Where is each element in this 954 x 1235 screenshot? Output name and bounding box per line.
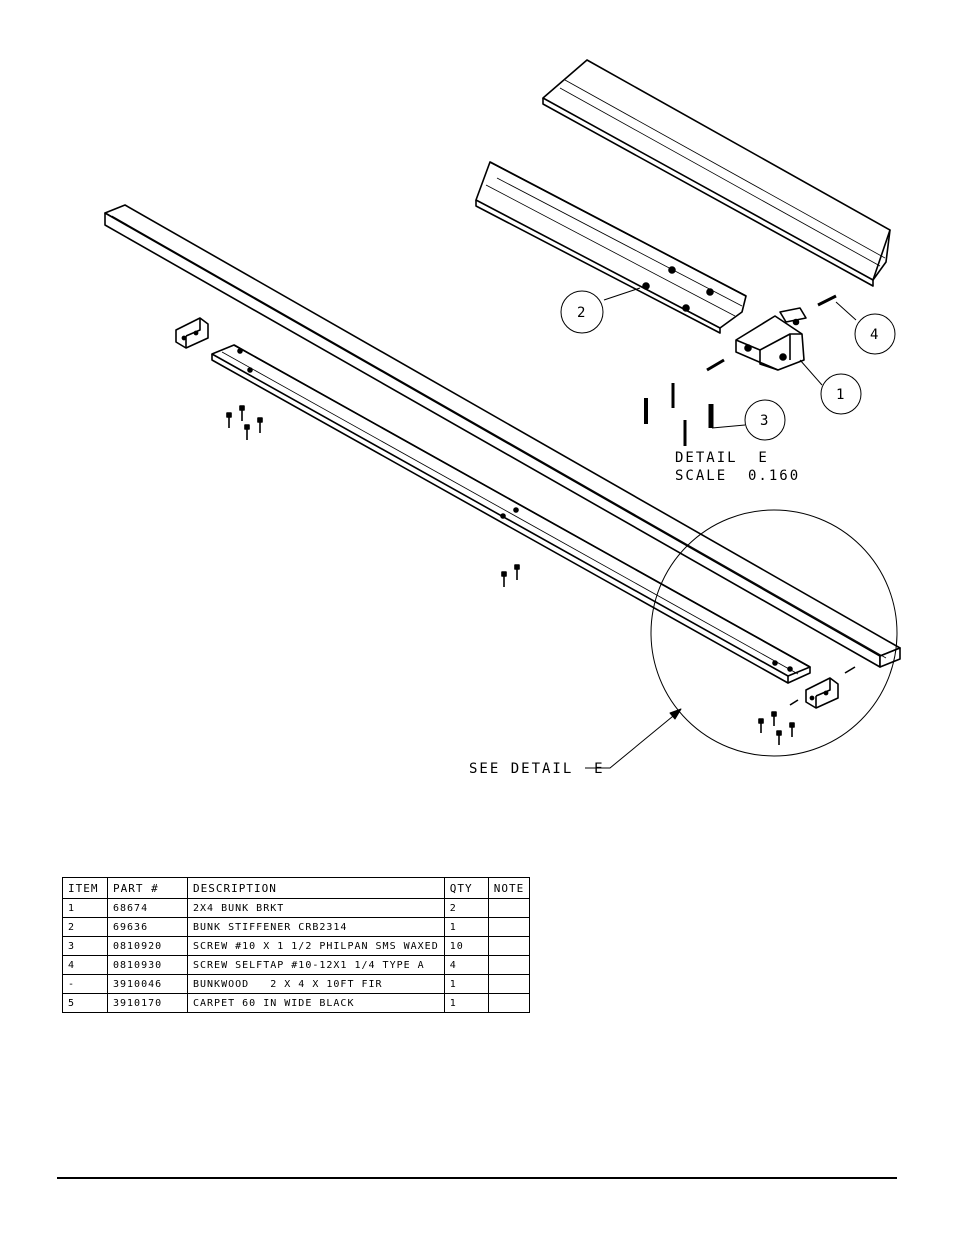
bill-of-materials: ITEM PART # DESCRIPTION QTY NOTE 1 68674… [62, 877, 531, 1013]
bom-row: 1 68674 2X4 BUNK BRKT 2 [62, 898, 531, 918]
bunk-stiffener-long [211, 344, 811, 684]
bom-description: BUNK STIFFENER CRB2314 [187, 917, 445, 937]
detail-e-circle [650, 509, 898, 757]
balloon-4 [854, 313, 896, 355]
balloon-2-label: 2 [577, 305, 585, 321]
bom-description: CARPET 60 IN WIDE BLACK [187, 993, 445, 1013]
bom-part: 68674 [107, 898, 188, 918]
bom-note [487, 955, 531, 975]
bom-qty: 1 [443, 974, 489, 994]
bracket-left-icon [175, 317, 209, 349]
bom-header-description: DESCRIPTION [187, 877, 445, 899]
bom-description: SCREW SELFTAP #10-12X1 1/4 TYPE A [187, 955, 445, 975]
bom-note [487, 993, 531, 1013]
bracket-right-icon [805, 677, 839, 709]
balloon-3 [744, 399, 786, 441]
detail-screws [644, 294, 837, 446]
bom-row: 2 69636 BUNK STIFFENER CRB2314 1 [62, 917, 531, 937]
bom-header-part: PART # [107, 877, 188, 899]
bom-qty: 10 [443, 936, 489, 956]
screw-group-middle [501, 564, 520, 587]
bom-description: SCREW #10 X 1 1/2 PHILPAN SMS WAXED [187, 936, 445, 956]
bom-item: 3 [62, 936, 108, 956]
footer-rule [57, 1177, 897, 1179]
bom-row: 4 0810930 SCREW SELFTAP #10-12X1 1/4 TYP… [62, 955, 531, 975]
see-detail-leader [585, 708, 682, 769]
bom-note [487, 917, 531, 937]
bom-item: 4 [62, 955, 108, 975]
detail-board-piece [542, 59, 891, 287]
bunkwood-board [104, 204, 901, 668]
bom-header-note: NOTE [487, 877, 531, 899]
detail-title: DETAIL E [675, 450, 769, 466]
bom-row: - 3910046 BUNKWOOD 2 X 4 X 10FT FIR 1 [62, 974, 531, 994]
bom-part: 3910170 [107, 993, 188, 1013]
screw-group-right [758, 666, 856, 745]
balloon-leaders [603, 287, 857, 429]
bom-note [487, 898, 531, 918]
balloon-4-label: 4 [870, 327, 878, 343]
bom-qty: 1 [443, 993, 489, 1013]
bom-part: 0810930 [107, 955, 188, 975]
bom-part: 69636 [107, 917, 188, 937]
bom-item: 2 [62, 917, 108, 937]
bom-item: - [62, 974, 108, 994]
bom-item: 5 [62, 993, 108, 1013]
bom-note [487, 936, 531, 956]
bom-description: BUNKWOOD 2 X 4 X 10FT FIR [187, 974, 445, 994]
bom-description: 2X4 BUNK BRKT [187, 898, 445, 918]
detail-scale: SCALE 0.160 [675, 468, 800, 484]
balloon-2 [560, 290, 604, 334]
bom-header-item: ITEM [62, 877, 108, 899]
balloon-1 [820, 373, 862, 415]
balloon-3-label: 3 [760, 413, 768, 429]
detail-stiffener-piece [475, 161, 747, 334]
screw-group-left [226, 405, 263, 440]
bom-row: 3 0810920 SCREW #10 X 1 1/2 PHILPAN SMS … [62, 936, 531, 956]
bom-qty: 1 [443, 917, 489, 937]
bom-row: 5 3910170 CARPET 60 IN WIDE BLACK 1 [62, 993, 531, 1013]
bom-note [487, 974, 531, 994]
bom-part: 3910046 [107, 974, 188, 994]
detail-bracket-piece [735, 307, 807, 371]
bom-item: 1 [62, 898, 108, 918]
balloon-1-label: 1 [836, 387, 844, 403]
bom-qty: 2 [443, 898, 489, 918]
see-detail-label: SEE DETAIL E [469, 761, 605, 777]
bom-header-qty: QTY [443, 877, 489, 899]
bom-qty: 4 [443, 955, 489, 975]
bom-header-row: ITEM PART # DESCRIPTION QTY NOTE [62, 877, 531, 899]
bom-part: 0810920 [107, 936, 188, 956]
